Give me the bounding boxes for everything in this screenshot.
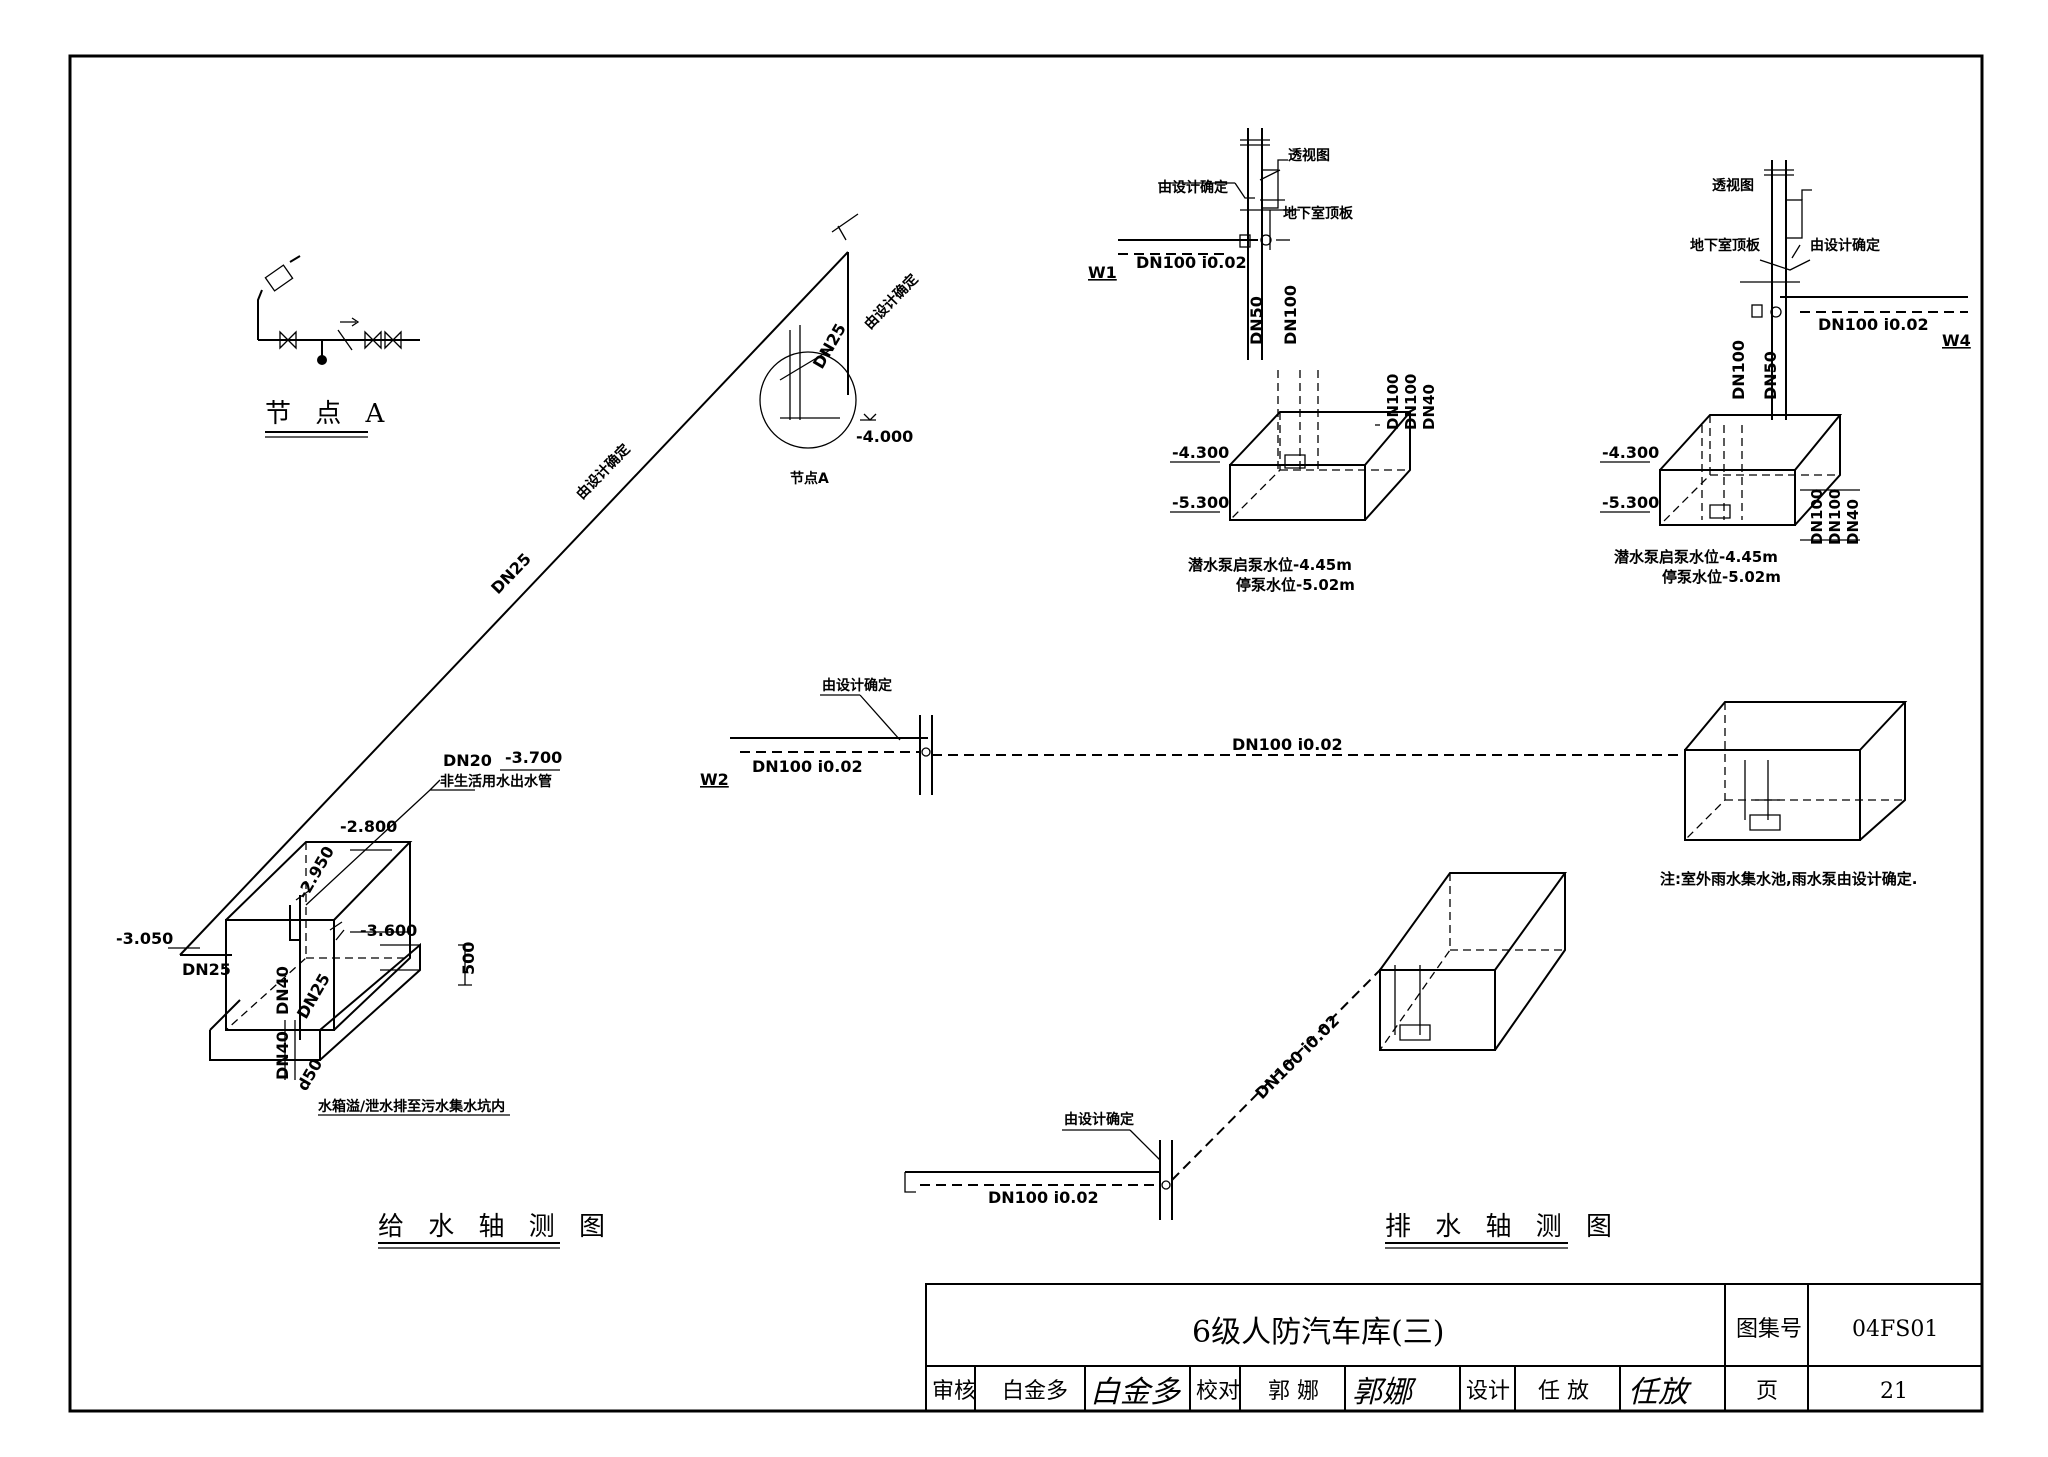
elev-2800: -2.800 — [340, 817, 397, 836]
w1-note-1: 潜水泵启泵水位-4.45m — [1188, 556, 1352, 574]
w4-by-design: 由设计确定 — [1810, 237, 1880, 254]
w1-elev-4300: -4.300 — [1172, 443, 1229, 462]
diag-by-design: 由设计确定 — [573, 441, 634, 503]
w3-pipe-diag: DN100 i0.02 — [1251, 1011, 1343, 1103]
w4-slab: 地下室顶板 — [1690, 237, 1761, 254]
elev-3600: -3.600 — [360, 921, 417, 940]
supply-caption: 给 水 轴 测 图 — [378, 1212, 613, 1242]
w4-drain — [1600, 160, 1968, 541]
w1-dn50: DN50 — [1247, 296, 1266, 345]
elev-3700: -3.700 — [505, 748, 562, 767]
w1-drain — [1118, 128, 1413, 521]
w4-note-2: 停泵水位-5.02m — [1662, 568, 1781, 586]
check-name: 郭 娜 — [1268, 1379, 1319, 1404]
w1-note-2: 停泵水位-5.02m — [1236, 576, 1355, 594]
supply-dn40-b: DN40 — [273, 1031, 292, 1080]
review-signature: 白金多 — [1090, 1375, 1182, 1410]
supply-dn25-left: DN25 — [182, 960, 231, 979]
review-label: 审核 — [932, 1379, 976, 1404]
diag-dn25: DN25 — [487, 549, 535, 597]
w1-stack-0: DN100 — [1384, 374, 1402, 430]
w1-pipe: DN100 i0.02 — [1136, 253, 1247, 272]
w2-pipe-main: DN100 i0.02 — [1232, 735, 1343, 754]
w4-dn50: DN50 — [1761, 351, 1780, 400]
check-label: 校对 — [1196, 1379, 1240, 1404]
supply-isometric — [168, 213, 877, 1116]
w4-stack-0: DN100 — [1808, 489, 1826, 545]
title-block — [925, 1283, 1983, 1412]
w1-dn100: DN100 — [1281, 285, 1300, 345]
atlas-value: 04FS01 — [1852, 1317, 1938, 1342]
w1-perspective: 透视图 — [1288, 147, 1330, 164]
drain-caption: 排 水 轴 测 图 — [1385, 1212, 1620, 1242]
w3-drain — [904, 872, 1567, 1220]
elev-2950: -2.950 — [293, 843, 338, 902]
node-a-detail — [257, 255, 420, 365]
dim-500: 500 — [459, 942, 478, 975]
w1-tag: W1 — [1088, 263, 1117, 282]
node-a-caption: 节 点 A — [265, 399, 392, 429]
w4-stack-2: DN40 — [1844, 499, 1862, 545]
review-name: 白金多 — [1002, 1379, 1068, 1404]
outdoor-note: 注:室外雨水集水池,雨水泵由设计确定. — [1660, 870, 1917, 888]
design-label: 设计 — [1466, 1379, 1510, 1404]
w1-stack-2: DN40 — [1420, 384, 1438, 430]
design-signature: 任放 — [1628, 1375, 1692, 1410]
overflow-note: 水箱溢/泄水排至污水集水坑内 — [318, 1098, 505, 1115]
supply-d50: d50 — [293, 1055, 326, 1094]
drawing-title: 6级人防汽车库(三) — [1192, 1315, 1445, 1350]
w4-dn100: DN100 — [1729, 340, 1748, 400]
w4-perspective: 透视图 — [1712, 177, 1754, 194]
supply-dn20: DN20 — [443, 751, 492, 770]
w2-tag: W2 — [700, 770, 729, 789]
page-value: 21 — [1880, 1379, 1908, 1404]
w2-pipe-left: DN100 i0.02 — [752, 757, 863, 776]
node-a-small-label: 节点A — [790, 470, 829, 487]
check-signature: 郭娜 — [1352, 1375, 1417, 1410]
w1-slab: 地下室顶板 — [1283, 205, 1354, 222]
elev-4000: -4.000 — [856, 427, 913, 446]
node-a-by-design: 由设计确定 — [861, 271, 922, 333]
w4-stack-1: DN100 — [1826, 489, 1844, 545]
w4-note-1: 潜水泵启泵水位-4.45m — [1614, 548, 1778, 566]
w1-by-design: 由设计确定 — [1158, 179, 1228, 196]
w3-by-design: 由设计确定 — [1064, 1111, 1134, 1128]
supply-dn40-a: DN40 — [273, 966, 292, 1015]
page-label: 页 — [1756, 1379, 1778, 1404]
atlas-label: 图集号 — [1736, 1317, 1802, 1342]
w2-drain — [730, 694, 1908, 841]
w4-elev-4300: -4.300 — [1602, 443, 1659, 462]
w1-elev-5300: -5.300 — [1172, 493, 1229, 512]
w3-pipe-left: DN100 i0.02 — [988, 1188, 1099, 1207]
w4-pipe: DN100 i0.02 — [1818, 315, 1929, 334]
elev-3050: -3.050 — [116, 929, 173, 948]
drawing-frame — [68, 54, 1984, 1413]
node-a-dn25: DN25 — [809, 320, 850, 372]
w1-stack-1: DN100 — [1402, 374, 1420, 430]
design-name: 任 放 — [1538, 1379, 1589, 1404]
w2-by-design: 由设计确定 — [822, 677, 892, 694]
w4-elev-5300: -5.300 — [1602, 493, 1659, 512]
nondrink-outlet: 非生活用水出水管 — [440, 773, 552, 790]
w4-tag: W4 — [1942, 331, 1971, 350]
